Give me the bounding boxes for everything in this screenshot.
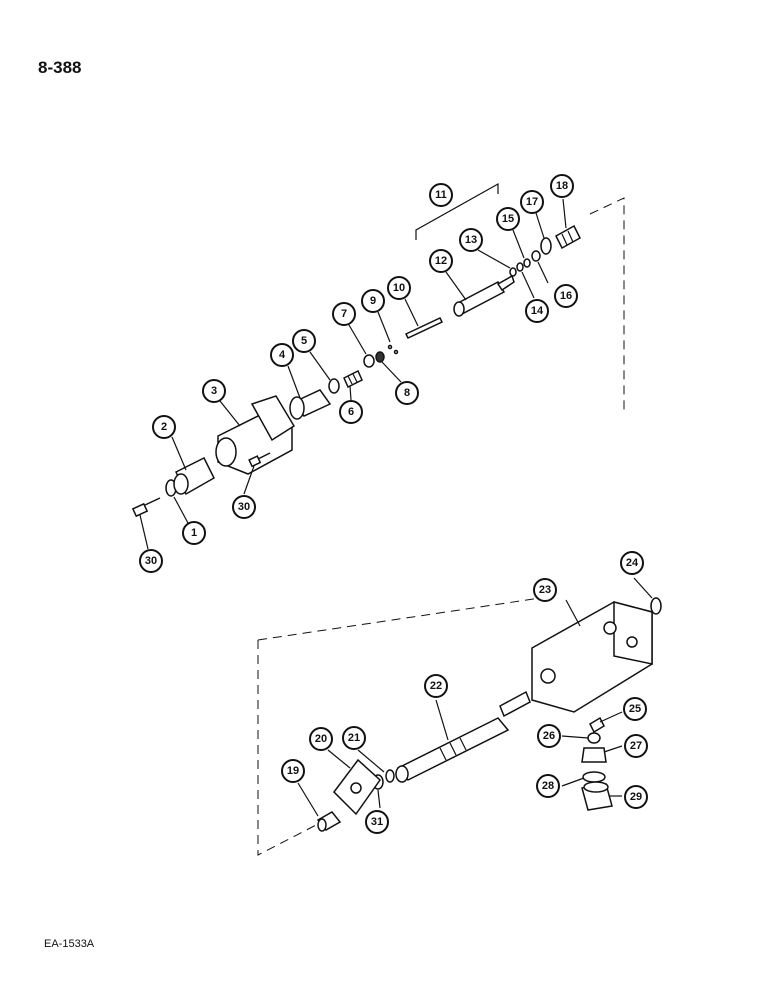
callout-label: 5 <box>301 335 307 347</box>
callout-label: 6 <box>348 406 354 418</box>
callout-label: 15 <box>502 213 514 225</box>
callout-20: 20 <box>309 727 333 751</box>
callout-label: 1 <box>191 527 197 539</box>
callout-label: 27 <box>630 740 642 752</box>
callout-1: 1 <box>182 521 206 545</box>
callout-label: 11 <box>435 189 447 201</box>
cover-2 <box>173 456 215 496</box>
ring-13 <box>509 267 517 277</box>
callout-31: 31 <box>365 810 389 834</box>
callout-30-right: 30 <box>232 495 256 519</box>
callout-label: 23 <box>539 584 551 596</box>
plug-29 <box>581 781 613 811</box>
callout-label: 3 <box>211 385 217 397</box>
callout-22: 22 <box>424 674 448 698</box>
bolt-30-right <box>248 452 271 468</box>
callout-label: 19 <box>287 765 299 777</box>
spool-12 <box>453 274 515 317</box>
bolt-30-left <box>131 497 161 518</box>
callout-label: 8 <box>404 387 410 399</box>
callout-23: 23 <box>533 578 557 602</box>
callout-label: 10 <box>393 282 405 294</box>
callout-14: 14 <box>525 299 549 323</box>
valve-body-23 <box>531 601 653 713</box>
spring-25 <box>589 716 605 734</box>
callout-21: 21 <box>342 726 366 750</box>
callout-label: 2 <box>161 421 167 433</box>
callout-6: 6 <box>339 400 363 424</box>
callout-label: 31 <box>371 816 383 828</box>
callout-15: 15 <box>496 207 520 231</box>
housing-3 <box>215 395 296 475</box>
callout-5: 5 <box>292 329 316 353</box>
callout-label: 7 <box>341 308 347 320</box>
callout-label: 24 <box>626 557 639 569</box>
callout-label: 30 <box>238 501 250 513</box>
callout-24: 24 <box>620 551 644 575</box>
group-bracket-11 <box>415 182 499 240</box>
callout-3: 3 <box>202 379 226 403</box>
callout-7: 7 <box>332 302 356 326</box>
ring-15 <box>523 258 531 268</box>
callout-11: 11 <box>429 183 453 207</box>
callout-29: 29 <box>624 785 648 809</box>
retainer-17 <box>540 237 552 255</box>
callout-label: 4 <box>279 349 286 361</box>
callout-10: 10 <box>387 276 411 300</box>
callout-28: 28 <box>536 774 560 798</box>
spool-22 <box>395 690 531 783</box>
poppet-26 <box>587 732 601 744</box>
nut-16 <box>531 250 541 262</box>
callout-label: 9 <box>370 295 376 307</box>
callout-label: 26 <box>543 730 555 742</box>
callout-13: 13 <box>459 228 483 252</box>
callout-2: 2 <box>152 415 176 439</box>
callout-label: 30 <box>145 555 157 567</box>
o-ring-24 <box>650 597 662 615</box>
o-ring-28 <box>582 771 606 783</box>
callout-27: 27 <box>624 734 648 758</box>
pin-10 <box>404 317 444 339</box>
callout-label: 17 <box>526 196 538 208</box>
callout-label: 16 <box>560 290 572 302</box>
callout-25: 25 <box>623 697 647 721</box>
ring-14 <box>516 262 524 272</box>
callout-label: 25 <box>629 703 641 715</box>
figure-code: EA-1533A <box>44 938 95 950</box>
callout-30-left: 30 <box>139 549 163 573</box>
callout-label: 28 <box>542 780 554 792</box>
balls-9 <box>387 344 399 355</box>
callout-label: 12 <box>435 255 447 267</box>
washer-5 <box>328 378 340 394</box>
callout-12: 12 <box>429 249 453 273</box>
spring-6 <box>343 369 363 389</box>
callout-4: 4 <box>270 343 294 367</box>
callout-label: 18 <box>556 180 568 192</box>
leader-lines <box>139 198 653 817</box>
callout-label: 29 <box>630 791 642 803</box>
callout-16: 16 <box>554 284 578 308</box>
callout-9: 9 <box>361 289 385 313</box>
seat-7 <box>363 354 375 368</box>
callout-26: 26 <box>537 724 561 748</box>
plate-20 <box>333 758 381 816</box>
callout-label: 20 <box>315 733 327 745</box>
spring-18 <box>555 224 581 250</box>
callout-19: 19 <box>281 759 305 783</box>
seat-27 <box>581 747 607 763</box>
o-ring-21 <box>385 769 395 783</box>
callout-18: 18 <box>550 174 574 198</box>
assembly-guide-lines <box>257 197 625 856</box>
page-number: 8-388 <box>38 58 82 77</box>
bushing-19 <box>316 811 342 832</box>
callout-label: 21 <box>348 732 360 744</box>
ball-8 <box>375 351 385 363</box>
callout-8: 8 <box>395 381 419 405</box>
callout-17: 17 <box>520 190 544 214</box>
callout-label: 22 <box>430 680 442 692</box>
callout-label: 13 <box>465 234 477 246</box>
sleeve-4 <box>289 389 332 420</box>
callout-label: 14 <box>531 305 544 317</box>
